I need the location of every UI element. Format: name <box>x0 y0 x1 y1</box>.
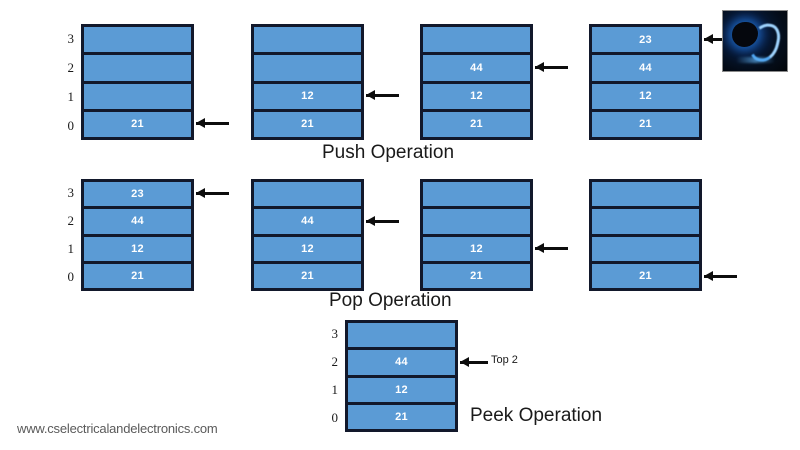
stack-cell <box>592 209 699 237</box>
stack-cell: 21 <box>254 263 361 288</box>
push-stack-3-top-arrow <box>535 60 568 74</box>
arrow-shaft <box>704 274 737 278</box>
stack-cell: 12 <box>423 83 530 112</box>
stack-cell: 21 <box>348 404 455 429</box>
stack-cell: 12 <box>254 236 361 264</box>
logo-glow-streak <box>735 57 776 63</box>
stack-cell: 12 <box>423 236 530 264</box>
peek-stack-1: 44 12 21 <box>345 320 458 432</box>
stack-cell: 12 <box>254 83 361 112</box>
push-stack-3: 44 12 21 <box>420 24 533 140</box>
arrow-shaft <box>535 246 568 250</box>
index-label: 1 <box>67 88 75 104</box>
pop-index-gutter: 3 2 1 0 <box>52 179 75 291</box>
stack-cell <box>592 236 699 264</box>
index-label: 3 <box>67 185 75 200</box>
index-label: 0 <box>67 269 75 284</box>
stack-logo-thumbnail <box>722 10 788 72</box>
arrow-head-icon <box>535 243 544 253</box>
stack-cell <box>254 55 361 84</box>
arrow-head-icon <box>196 188 205 198</box>
stack-cell <box>348 323 455 351</box>
stack-cell <box>84 83 191 112</box>
index-label: 0 <box>67 117 75 133</box>
stack-cell: 21 <box>592 111 699 137</box>
stack-cell: 44 <box>423 55 530 84</box>
peek-top-annotation: Top 2 <box>491 354 518 366</box>
pop-stack-3: 12 21 <box>420 179 533 291</box>
push-stack-4: 23 44 12 21 <box>589 24 702 140</box>
stack-cell: 44 <box>84 209 191 237</box>
stack-cell: 21 <box>592 263 699 288</box>
pop-stack-2: 44 12 21 <box>251 179 364 291</box>
pop-stack-1: 23 44 12 21 <box>81 179 194 291</box>
push-stack-1-top-arrow <box>196 116 229 130</box>
stack-cell: 21 <box>254 111 361 137</box>
index-label: 0 <box>331 410 339 425</box>
arrow-head-icon <box>535 62 544 72</box>
index-label: 3 <box>331 326 339 341</box>
stack-cell <box>423 182 530 210</box>
stack-cell: 44 <box>592 55 699 84</box>
push-stack-2-top-arrow <box>366 88 399 102</box>
stack-cell <box>254 182 361 210</box>
pop-stack-2-top-arrow <box>366 214 399 228</box>
arrow-shaft <box>460 360 488 364</box>
index-label: 3 <box>67 30 75 46</box>
stack-cell <box>423 27 530 56</box>
stack-cell: 21 <box>423 111 530 137</box>
pop-stack-1-top-arrow <box>196 186 229 200</box>
stack-cell <box>592 182 699 210</box>
peek-index-gutter: 3 2 1 0 <box>316 320 339 432</box>
arrow-shaft <box>366 219 399 223</box>
arrow-head-icon <box>366 90 375 100</box>
stack-cell: 12 <box>84 236 191 264</box>
stack-cell: 23 <box>84 182 191 210</box>
stack-cell <box>84 27 191 56</box>
index-label: 2 <box>331 354 339 369</box>
stack-cell: 21 <box>423 263 530 288</box>
peek-stack-1-top-arrow <box>460 355 488 369</box>
stack-cell <box>254 27 361 56</box>
peek-operation-caption: Peek Operation <box>470 405 603 426</box>
index-label: 1 <box>331 382 339 397</box>
pop-operation-caption: Pop Operation <box>329 290 452 311</box>
index-label: 1 <box>67 241 75 256</box>
pop-stack-4-top-arrow <box>704 269 737 283</box>
arrow-shaft <box>535 65 568 69</box>
arrow-shaft <box>196 121 229 125</box>
pop-stack-3-top-arrow <box>535 241 568 255</box>
arrow-head-icon <box>704 271 713 281</box>
stack-cell: 21 <box>84 111 191 137</box>
stack-cell: 12 <box>348 377 455 405</box>
stack-cell: 44 <box>254 209 361 237</box>
site-watermark: www.cselectricalandelectronics.com <box>17 421 218 436</box>
index-label: 2 <box>67 213 75 228</box>
arrow-head-icon <box>460 357 469 367</box>
stack-cell <box>84 55 191 84</box>
stack-cell: 12 <box>592 83 699 112</box>
stack-cell: 44 <box>348 350 455 378</box>
push-operation-caption: Push Operation <box>322 142 455 163</box>
pop-stack-4: 21 <box>589 179 702 291</box>
stack-cell: 21 <box>84 263 191 288</box>
logo-blob-shape <box>731 21 758 47</box>
stack-cell <box>423 209 530 237</box>
push-index-gutter: 3 2 1 0 <box>52 24 75 140</box>
index-label: 2 <box>67 59 75 75</box>
arrow-head-icon <box>366 216 375 226</box>
arrow-shaft <box>196 191 229 195</box>
stack-cell: 23 <box>592 27 699 56</box>
push-stack-2: 12 21 <box>251 24 364 140</box>
arrow-head-icon <box>704 34 713 44</box>
arrow-head-icon <box>196 118 205 128</box>
push-stack-1: 21 <box>81 24 194 140</box>
arrow-shaft <box>366 93 399 97</box>
